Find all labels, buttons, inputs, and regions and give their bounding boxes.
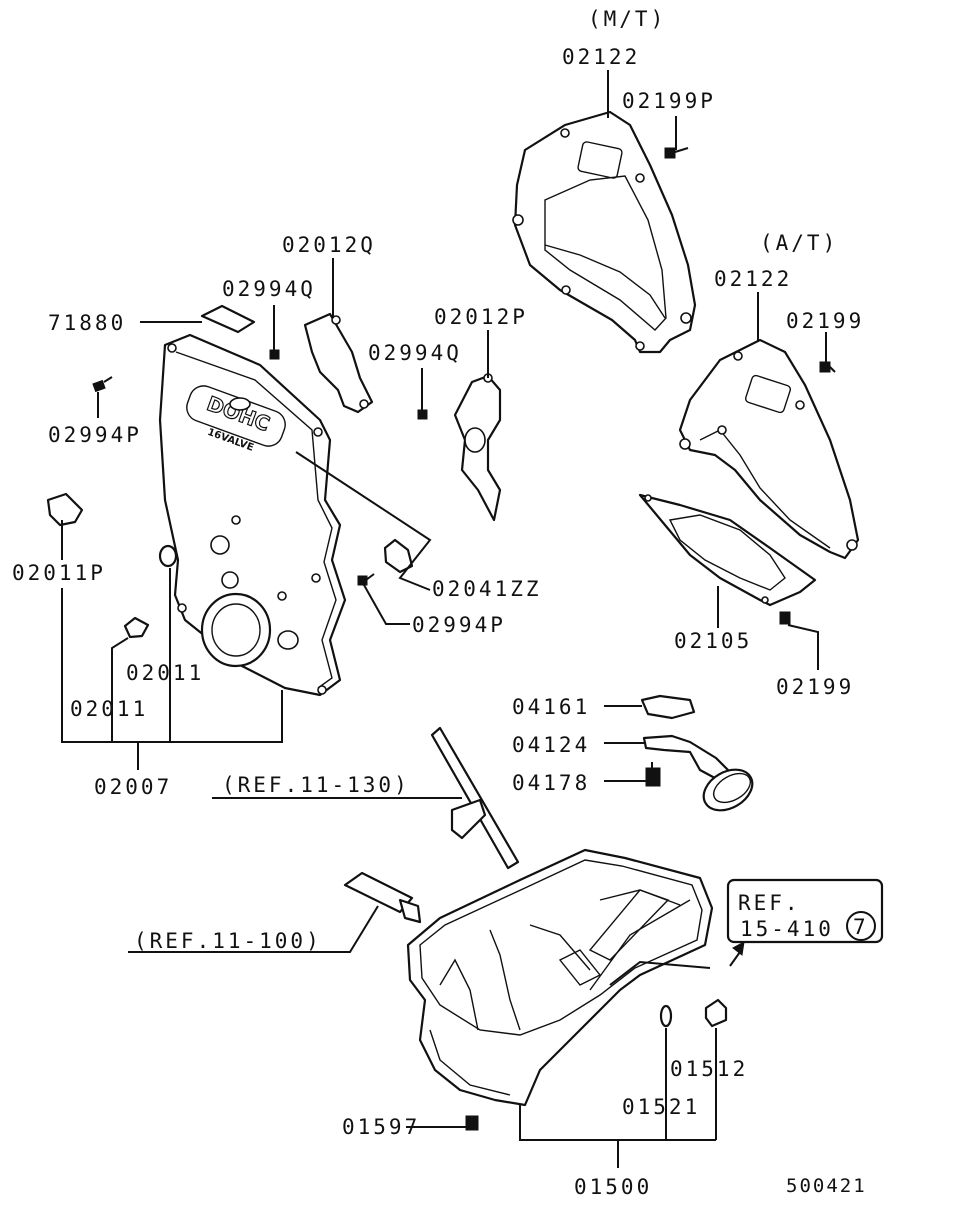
part-label-02994Q-a: 02994Q (222, 277, 316, 301)
at-dust-cover-plate (678, 338, 860, 560)
part-label-02007: 02007 (94, 775, 172, 799)
label-71880 (200, 304, 256, 334)
diagram-number: 500421 (786, 1175, 867, 1197)
drain-gasket-01521 (659, 1004, 673, 1028)
leader-lines (61, 70, 827, 1168)
dipstick-tube (430, 726, 520, 870)
part-label-02012Q: 02012Q (282, 233, 376, 257)
ref-box-line1: REF. (738, 891, 801, 915)
part-label-02994P-b: 02994P (412, 613, 506, 637)
sealant-tube (343, 871, 422, 924)
drain-plug-01512 (704, 998, 728, 1028)
ref-label-11-130[interactable]: (REF.11-130) (222, 773, 410, 797)
part-label-02122-at: 02122 (714, 267, 792, 291)
part-label-02122-mt: 02122 (562, 45, 640, 69)
part-label-02199-bottom: 02199 (776, 675, 854, 699)
part-label-02199P: 02199P (622, 89, 716, 113)
ref-15-410-box[interactable] (726, 878, 884, 944)
part-label-02012P: 02012P (434, 305, 528, 329)
plug-02011-b (123, 616, 150, 639)
part-label-02105: 02105 (674, 629, 752, 653)
part-label-02011-b: 02011 (70, 697, 148, 721)
part-label-02011P: 02011P (12, 561, 106, 585)
oil-pan (406, 848, 714, 1107)
part-label-01512: 01512 (670, 1057, 748, 1081)
bolt-icon (92, 147, 836, 1131)
ref-label-11-100[interactable]: (REF.11-100) (134, 929, 322, 953)
part-label-04124: 04124 (512, 733, 590, 757)
bracket-02012P (453, 373, 502, 522)
part-label-71880: 71880 (48, 311, 126, 335)
plug-02011-a (158, 544, 178, 568)
part-label-04178: 04178 (512, 771, 590, 795)
part-label-01500: 01500 (574, 1175, 652, 1199)
lower-cover-plate (638, 493, 817, 607)
part-label-02041ZZ: 02041ZZ (432, 577, 542, 601)
plug-cap-02011P (46, 492, 84, 527)
mt-dust-cover-plate (512, 110, 697, 354)
ref-box-line2: 15-410 (740, 917, 834, 941)
bracket-02012Q (303, 312, 374, 414)
label-at: (A/T) (760, 231, 838, 255)
part-label-01597: 01597 (342, 1115, 420, 1139)
part-label-02199-top: 02199 (786, 309, 864, 333)
oil-strainer (640, 694, 754, 812)
label-mt: (M/T) (588, 7, 666, 31)
ref-box-circle-number: 7 (853, 915, 869, 939)
part-label-02011-a: 02011 (126, 661, 204, 685)
timing-belt-cover: DOHC 16VALVE (158, 333, 347, 697)
part-label-02994Q-b: 02994Q (368, 341, 462, 365)
part-label-01521: 01521 (622, 1095, 700, 1119)
part-label-04161: 04161 (512, 695, 590, 719)
gasket-02041ZZ (383, 538, 414, 574)
part-label-02994P-a: 02994P (48, 423, 142, 447)
